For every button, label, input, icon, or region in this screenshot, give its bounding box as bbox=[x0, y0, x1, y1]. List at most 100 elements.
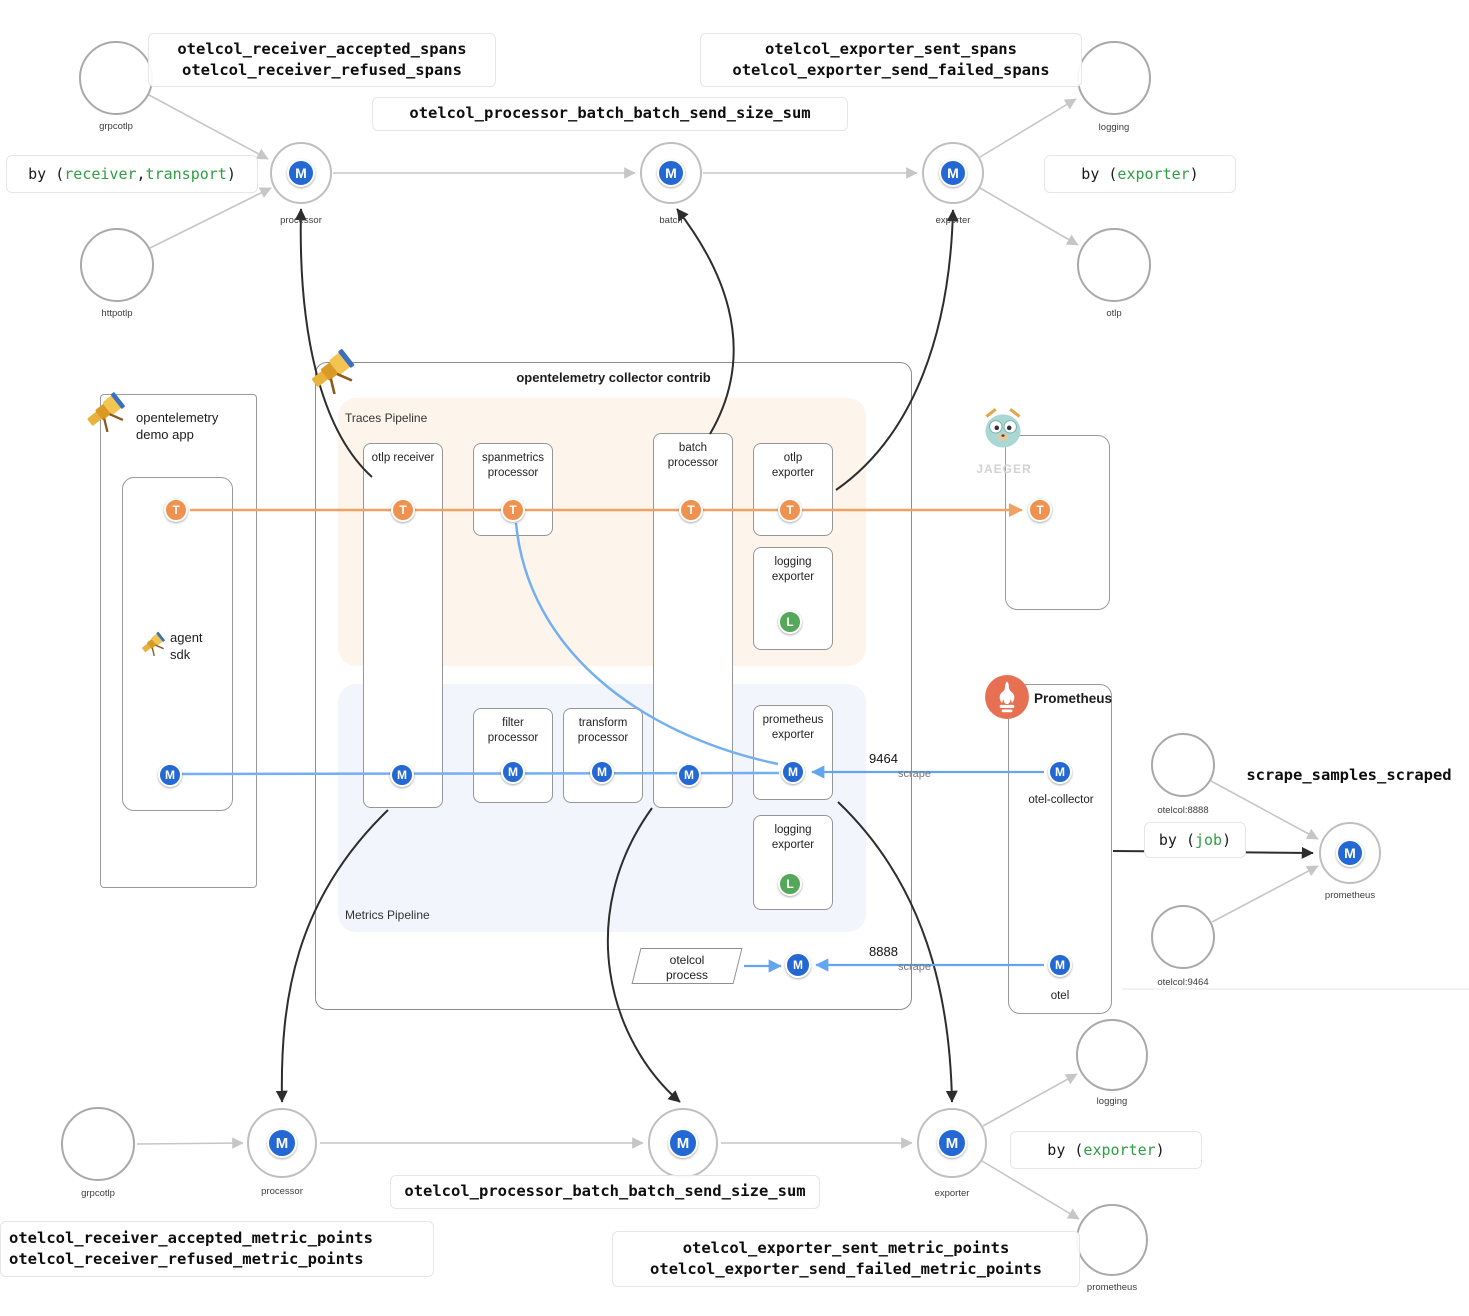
metric-icon: M bbox=[939, 159, 967, 187]
metric-line: otelcol_exporter_sent_spans bbox=[765, 39, 1017, 58]
otelcol-process-box: otelcol process bbox=[631, 948, 743, 984]
by-job-label: by (job) bbox=[1144, 822, 1246, 858]
otlp-exporter-box: otlp exporter bbox=[753, 443, 833, 536]
scrape-9464-label: scrape bbox=[898, 768, 932, 780]
telescope-icon bbox=[308, 342, 360, 395]
exporter-metric-node: M bbox=[922, 142, 984, 204]
arrow-grpcotlp-processor-bottom bbox=[136, 1137, 244, 1149]
logging-node bbox=[1077, 41, 1151, 115]
trace-icon: T bbox=[164, 498, 188, 522]
box-label-line: logging bbox=[774, 556, 812, 568]
box-label-line: processor bbox=[487, 466, 539, 479]
filter-processor-box: filter processor bbox=[473, 708, 553, 803]
arrow-exporter-logging bbox=[979, 98, 1077, 158]
exporter-spans-metric-label: otelcol_exporter_sent_spans otelcol_expo… bbox=[700, 33, 1082, 87]
box-label-line: processor bbox=[667, 456, 719, 469]
exporter-metric-label-bottom: exporter bbox=[934, 1188, 970, 1199]
telescope-icon bbox=[140, 628, 168, 657]
metric-icon: M bbox=[657, 159, 685, 187]
grpcotlp-label: grpcotlp bbox=[99, 121, 133, 132]
logging-exporter-traces-box: logging exporter bbox=[753, 547, 833, 650]
box-label-line: prometheus bbox=[762, 714, 824, 726]
by-text: by ( bbox=[28, 165, 65, 183]
metric-icon: M bbox=[267, 1128, 297, 1158]
trace-icon: T bbox=[391, 498, 415, 522]
by-exporter-label-bottom: by (exporter) bbox=[1010, 1131, 1202, 1169]
by-param: transport bbox=[145, 165, 227, 183]
logging-label: logging bbox=[1098, 122, 1130, 133]
logging-exporter-metrics-box: logging exporter bbox=[753, 815, 833, 910]
metric-line: otelcol_receiver_accepted_metric_points bbox=[9, 1228, 373, 1247]
receiver-spans-metric-label: otelcol_receiver_accepted_spans otelcol_… bbox=[148, 33, 496, 87]
box-label-line: filter bbox=[502, 717, 524, 729]
jaeger-box bbox=[1005, 435, 1110, 610]
box-label-line: logging bbox=[774, 824, 812, 836]
processor-metric-label: processor bbox=[280, 215, 322, 226]
metric-line: otelcol_processor_batch_batch_send_size_… bbox=[404, 1182, 806, 1201]
metric-icon: M bbox=[501, 760, 525, 784]
metric-icon: M bbox=[668, 1128, 698, 1158]
batch-processor-box: batch processor bbox=[653, 433, 733, 808]
arrow-exporter-logging-bottom bbox=[982, 1073, 1078, 1127]
by-param: exporter bbox=[1083, 1141, 1156, 1159]
metric-line: otelcol_exporter_send_failed_metric_poin… bbox=[650, 1260, 1042, 1278]
exporter-metric-label: exporter bbox=[935, 215, 971, 226]
by-text: ) bbox=[1155, 1141, 1165, 1159]
metric-icon: M bbox=[158, 763, 182, 787]
agent-sdk-line: agent bbox=[170, 630, 203, 645]
prometheus-logo-icon bbox=[984, 674, 1030, 720]
arrow-9464-agg bbox=[1211, 865, 1319, 923]
metric-icon: M bbox=[677, 763, 701, 787]
exporter-metric-points-label: otelcol_exporter_sent_metric_points otel… bbox=[612, 1231, 1080, 1287]
prometheus-agg-metric-node: M bbox=[1319, 822, 1381, 884]
process-line: process bbox=[665, 968, 709, 982]
telescope-icon bbox=[84, 386, 130, 433]
box-label-line: exporter bbox=[771, 838, 815, 851]
httpotlp-label: httpotlp bbox=[101, 308, 133, 319]
box-label-line: transform bbox=[578, 717, 628, 729]
spanmetrics-processor-box: spanmetrics processor bbox=[473, 443, 553, 536]
metric-line: otelcol_receiver_refused_spans bbox=[182, 61, 462, 79]
demo-app-title-line: demo app bbox=[136, 426, 194, 442]
otelcol-8888-node bbox=[1151, 733, 1215, 797]
scrape-samples-metric-label: scrape_samples_scraped bbox=[1228, 761, 1469, 791]
metric-icon: M bbox=[781, 760, 805, 784]
traces-pipeline-label: Traces Pipeline bbox=[345, 411, 428, 425]
arrow-exporter-prometheus-bottom bbox=[981, 1160, 1080, 1220]
by-text: by ( bbox=[1047, 1141, 1084, 1159]
metrics-pipeline-label: Metrics Pipeline bbox=[345, 908, 430, 922]
metric-line: scrape_samples_scraped bbox=[1246, 766, 1452, 785]
by-receiver-transport-label: by (receiver,transport) bbox=[6, 155, 258, 193]
metric-icon: M bbox=[1048, 760, 1072, 784]
arrow-exporter-otlp bbox=[979, 187, 1079, 246]
otelcol-9464-label: otelcol:9464 bbox=[1157, 977, 1209, 988]
metric-icon: M bbox=[785, 952, 811, 978]
agent-sdk-line: sdk bbox=[170, 646, 191, 662]
trace-icon: T bbox=[501, 498, 525, 522]
logging-node-bottom bbox=[1076, 1019, 1148, 1091]
by-text: ) bbox=[1189, 165, 1199, 183]
prometheus-node-bottom bbox=[1076, 1204, 1148, 1276]
box-label-line: processor bbox=[487, 731, 539, 744]
agent-sdk-title: agent sdk bbox=[170, 630, 230, 664]
metric-icon: M bbox=[390, 763, 414, 787]
collector-title: opentelemetry collector contrib bbox=[516, 370, 711, 385]
box-label-line: exporter bbox=[771, 728, 815, 741]
metric-icon: M bbox=[937, 1128, 967, 1158]
metric-line: otelcol_processor_batch_batch_send_size_… bbox=[409, 104, 811, 123]
arrow-grpcotlp-processor bbox=[148, 94, 269, 160]
by-param: receiver bbox=[64, 165, 137, 183]
otelcol-8888-label: otelcol:8888 bbox=[1157, 805, 1209, 816]
box-label-line: batch bbox=[678, 442, 708, 454]
jaeger-label: JAEGER bbox=[976, 462, 1032, 476]
box-label-line: otlp bbox=[783, 452, 803, 464]
box-label-line: spanmetrics bbox=[482, 452, 544, 464]
trace-icon: T bbox=[679, 498, 703, 522]
by-exporter-label-top: by (exporter) bbox=[1044, 155, 1236, 193]
otel-label: otel bbox=[1050, 990, 1070, 1002]
batch-metric-node-bottom: M bbox=[648, 1108, 718, 1178]
metric-line: otelcol_exporter_send_failed_spans bbox=[732, 61, 1050, 79]
batch-metric-label: batch bbox=[659, 215, 683, 226]
otel-collector-label: otel-collector bbox=[1028, 794, 1094, 806]
